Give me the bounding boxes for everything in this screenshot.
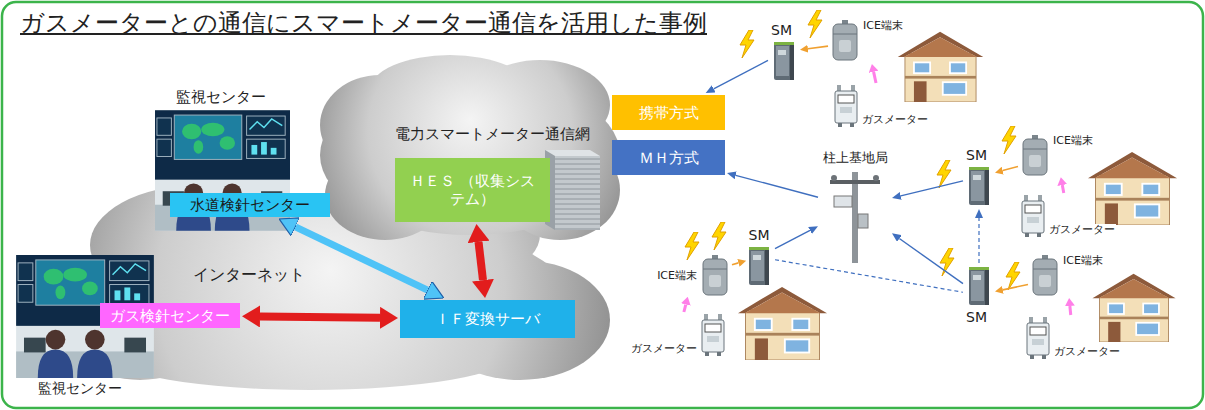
sm-icon <box>745 245 773 287</box>
ice-terminal: ICE端末 <box>656 255 730 297</box>
ice-symbol <box>1033 255 1057 295</box>
device-label: SM <box>748 227 771 243</box>
connector-arrow <box>775 230 810 248</box>
device-label: ガスメーター <box>630 343 698 356</box>
connector-arrow <box>714 60 768 88</box>
connector-arrow <box>874 72 876 83</box>
center-box: 水道検針センター <box>170 193 330 217</box>
gas-symbol <box>1027 317 1049 359</box>
method-box: ＭＨ方式 <box>612 140 725 175</box>
smart-meter: SM <box>745 227 773 287</box>
connector-arrow <box>1003 166 1018 170</box>
gas-icon <box>1025 317 1051 359</box>
connector-arrow <box>899 239 963 284</box>
house <box>1088 152 1177 225</box>
smart-meter: SM <box>965 265 993 325</box>
sm-icon <box>965 265 993 307</box>
house <box>738 287 827 360</box>
device-label: 柱上基地局 <box>822 151 889 166</box>
connector-arrow <box>1068 306 1072 315</box>
pole-icon <box>820 168 890 263</box>
ice-icon <box>1030 255 1060 297</box>
box-label: ＭＨ方式 <box>639 149 699 167</box>
connector-arrow <box>775 260 963 293</box>
sm-symbol <box>774 42 794 80</box>
radio-bolts <box>685 10 1020 290</box>
method-box: 携帯方式 <box>612 95 725 130</box>
device-label: ICE端末 <box>862 20 904 33</box>
device-label: ガスメーター <box>1053 346 1121 359</box>
ice-symbol <box>833 20 857 60</box>
device-label: ICE端末 <box>656 270 698 283</box>
box-label: 携帯方式 <box>639 104 699 122</box>
smart-meter: SM <box>770 22 798 82</box>
device-label: ガスメーター <box>1048 224 1116 237</box>
ice-icon <box>830 20 860 62</box>
gas-meter: ガスメーター <box>1020 195 1116 237</box>
pole-symbol <box>830 172 880 263</box>
box-label: ガス検針センター <box>110 307 230 325</box>
box-label: 水道検針センター <box>190 196 310 214</box>
connector-arrow <box>808 46 828 49</box>
connector-arrow <box>295 227 427 290</box>
area-label: 監視センター <box>38 380 122 396</box>
connector-arrow <box>736 175 818 197</box>
gas-symbol <box>1022 195 1044 237</box>
ice-symbol <box>1023 135 1047 175</box>
ice-icon <box>1020 135 1050 177</box>
gas-meter: ガスメーター <box>833 85 929 127</box>
ice-terminal: ICE端末 <box>1020 135 1094 177</box>
sm-icon <box>770 40 798 82</box>
gas-icon <box>833 85 859 127</box>
gas-symbol <box>835 85 857 127</box>
area-label: インターネット <box>193 266 305 284</box>
gas-symbol <box>702 314 724 356</box>
ice-terminal: ICE端末 <box>1030 255 1104 297</box>
server-box: ＩＦ変換サーバ <box>400 300 575 338</box>
center-box: ガス検針センター <box>100 303 240 328</box>
area-label: 監視センター <box>176 89 266 106</box>
gas-meter: ガスメーター <box>1025 317 1121 359</box>
device-label: SM <box>770 22 793 38</box>
connector-arrow <box>479 242 483 280</box>
house <box>898 32 984 102</box>
server-rack <box>545 150 600 230</box>
smart-meter: SM <box>965 147 993 207</box>
gas-meter: ガスメーター <box>630 314 726 356</box>
base-station: 柱上基地局 <box>820 151 890 263</box>
diagram-title: ガスメーターとの通信にスマートメーター通信を活用した事例 <box>20 8 707 38</box>
gas-icon <box>700 314 726 356</box>
sm-icon <box>965 165 993 207</box>
ice-icon <box>700 255 730 297</box>
system-box: ＨＥＳ （収集システム） <box>395 158 550 222</box>
sm-symbol <box>969 267 989 305</box>
sm-symbol <box>749 247 769 285</box>
sm-symbol <box>969 167 989 205</box>
connector-arrow <box>901 181 963 196</box>
connector-arrow <box>684 305 686 312</box>
device-label: ICE端末 <box>1062 255 1104 268</box>
device-label: ICE端末 <box>1052 135 1094 148</box>
device-label: ガスメーター <box>861 114 929 127</box>
connector-arrow <box>978 218 979 263</box>
box-label: ＨＥＳ （収集システム） <box>405 172 540 208</box>
ice-terminal: ICE端末 <box>830 20 904 62</box>
box-label: ＩＦ変換サーバ <box>435 310 540 328</box>
connector-arrow <box>1003 284 1028 289</box>
house <box>1092 274 1175 342</box>
device-label: SM <box>965 147 988 163</box>
area-label: 電力スマートメーター通信網 <box>395 126 590 143</box>
network-cloud <box>320 55 620 240</box>
gas-icon <box>1020 195 1046 237</box>
device-label: SM <box>965 309 988 325</box>
connector-arrow <box>260 316 380 317</box>
connector-arrow <box>1062 185 1063 193</box>
connector-arrow <box>732 263 738 265</box>
ice-symbol <box>703 255 727 295</box>
